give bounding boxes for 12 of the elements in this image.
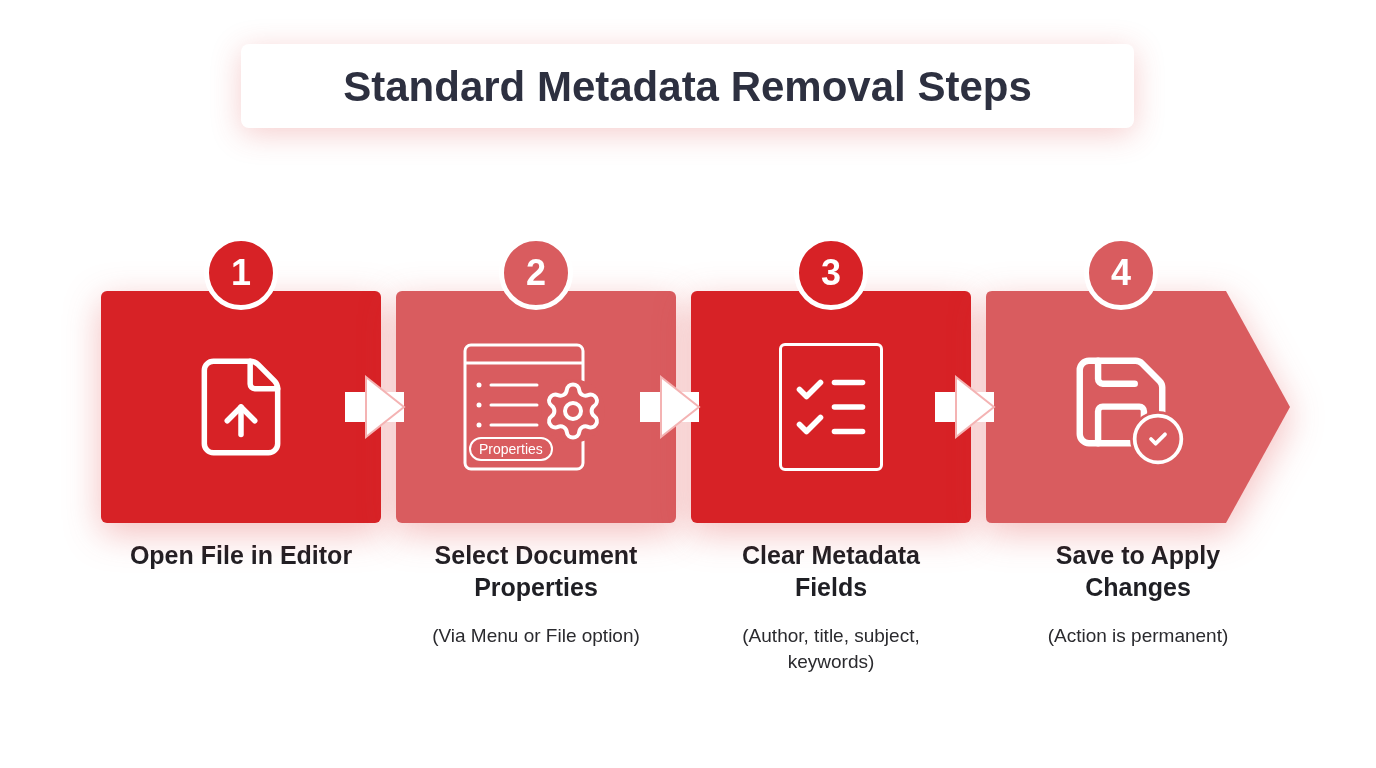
step-title: Save to Apply Changes (1054, 540, 1222, 603)
step-note: (Via Menu or File option) (432, 624, 640, 648)
step-note: (Author, title, subject, keywords) (741, 624, 921, 674)
block-arrow (935, 376, 995, 438)
block-arrow (345, 376, 405, 438)
step-title: Select Document Properties (433, 540, 639, 603)
step-title: Open File in Editor (128, 540, 354, 571)
step-note: (Action is permanent) (1047, 624, 1229, 648)
properties-tag: Properties (469, 437, 553, 461)
block-arrow (640, 376, 700, 438)
diagram-title: Standard Metadata Removal Steps (343, 61, 1032, 112)
step-title: Clear Metadata Fields (741, 540, 921, 603)
